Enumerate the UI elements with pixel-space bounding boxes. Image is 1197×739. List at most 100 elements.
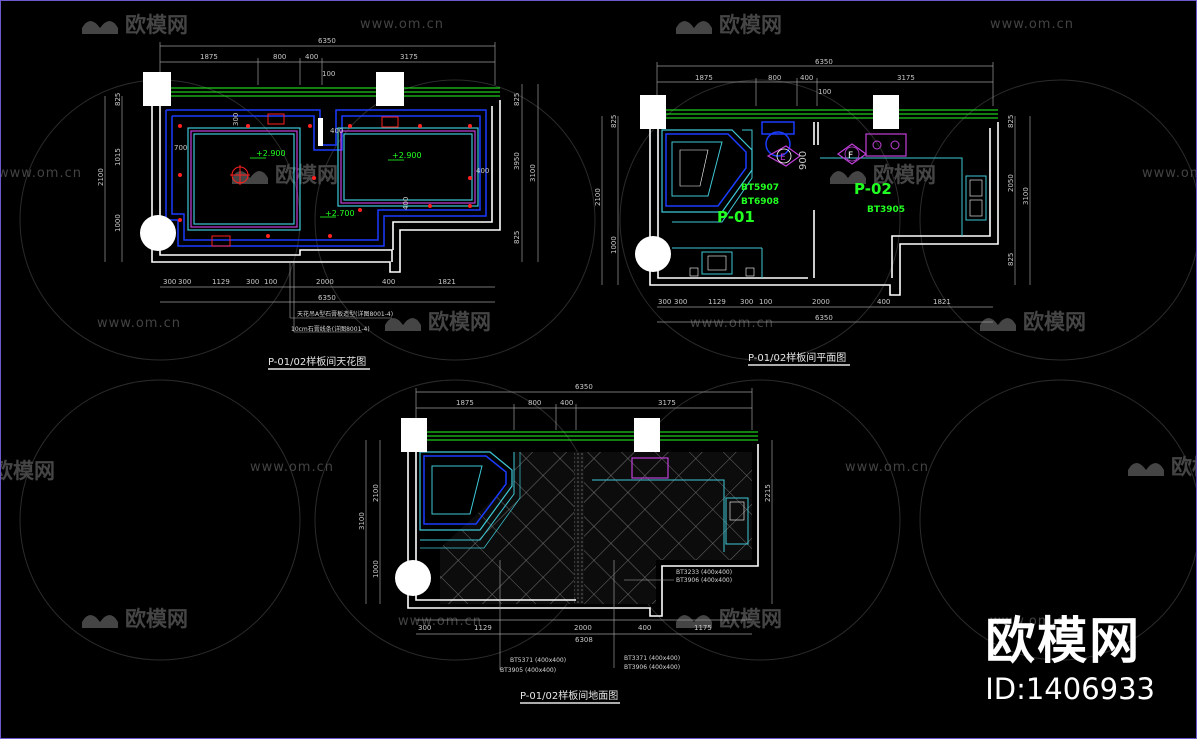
plan-title: P-01/02样板间平面图 (748, 351, 846, 364)
svg-text:+2.700: +2.700 (325, 209, 355, 218)
watermark-url: www.om.cn (97, 316, 181, 331)
dim-label: 2100 (594, 188, 602, 206)
watermark-logo: 欧模网 (385, 310, 491, 334)
elevation-marker-e: E (766, 145, 802, 167)
toilet (761, 121, 795, 157)
dim-label: 100 (759, 298, 772, 306)
material-note: BT3906 (400x400) (676, 577, 732, 584)
ceiling-fixture-circle (635, 236, 671, 272)
watermark-logo: 欧模网 (0, 459, 55, 483)
dim-label: 825 (1007, 253, 1015, 266)
dim-label: 100 (818, 88, 831, 96)
dim-label: 300 (163, 278, 176, 286)
dim-label: 900 (798, 151, 809, 170)
counter-sink (725, 497, 749, 545)
downlights (178, 124, 472, 238)
dim-label: 400 (330, 127, 343, 135)
column-block (640, 95, 666, 129)
dim-label: 3175 (658, 399, 676, 407)
dim-label: 825 (1007, 115, 1015, 128)
material-note: BT3233 (400x400) (676, 569, 732, 576)
dim-label: 2100 (372, 484, 380, 502)
dim-label: 6350 (815, 314, 833, 322)
watermark-url: www.om.cn (990, 614, 1074, 629)
dim-label: 400 (877, 298, 890, 306)
watermark-url: www.om.cn (990, 17, 1074, 32)
bathtub (661, 129, 753, 213)
svg-text:欧模网: 欧模网 (1023, 310, 1086, 334)
material-code: BT3905 (867, 205, 905, 215)
material-note: BT3905 (400x400) (500, 667, 556, 674)
column-block (143, 72, 171, 106)
wall-segment (318, 118, 323, 146)
plan-title: P-01/02样板间地面图 (520, 689, 618, 702)
dim-label: 1821 (933, 298, 951, 306)
watermark-logo: 欧模网 (82, 607, 188, 631)
dim-label: 6308 (575, 636, 593, 644)
dim-label: 3100 (529, 164, 537, 182)
dim-label: 300 (658, 298, 671, 306)
dim-label: 6350 (318, 294, 336, 302)
dim-label: 3100 (1022, 187, 1030, 205)
svg-text:+2.900: +2.900 (392, 151, 422, 160)
svg-text:欧模网: 欧模网 (275, 163, 338, 187)
threshold (574, 452, 584, 604)
dim-label: 300 (740, 298, 753, 306)
level-marker: +2.700 (320, 209, 355, 218)
watermark-logo: 欧模网 (82, 13, 188, 37)
ceiling-fixture-circle (140, 215, 176, 251)
dim-label: 2000 (812, 298, 830, 306)
material-note: BT5371 (400x400) (510, 657, 566, 664)
svg-text:E: E (780, 153, 786, 163)
dim-label: 400 (476, 167, 489, 175)
dim-label: 1129 (708, 298, 726, 306)
dim-label: 825 (513, 93, 521, 106)
watermark-logo: 欧模网 (676, 13, 782, 37)
dim-label: 800 (528, 399, 541, 407)
level-marker: +2.900 (388, 151, 422, 161)
dim-label: 6350 (575, 383, 593, 391)
dim-label: 1000 (372, 560, 380, 578)
column-block (873, 95, 899, 129)
ceiling-note: 10cm石膏线条(详图8001-4) (291, 325, 370, 333)
dim-label: 2215 (764, 484, 772, 502)
dim-label: 3175 (400, 53, 418, 61)
dim-label: 300 (418, 624, 431, 632)
dim-label: 2100 (97, 168, 105, 186)
column-block (401, 418, 427, 452)
dim-label: 400 (402, 197, 410, 210)
material-note: BT3371 (400x400) (624, 655, 680, 662)
dim-label: 1129 (474, 624, 492, 632)
svg-text:欧模网: 欧模网 (873, 163, 936, 187)
watermark-url: www.om.cn (360, 17, 444, 32)
watermark-logo: 欧模网 (980, 310, 1086, 334)
ceiling-fixture-circle (395, 560, 431, 596)
dim-label: 3100 (358, 512, 366, 530)
watermark-logo: 欧模网 (830, 163, 936, 187)
dim-label: 400 (560, 399, 573, 407)
watermark-logo: 欧模网 (1128, 455, 1197, 479)
dim-label: 300 (178, 278, 191, 286)
dim-label: 1129 (212, 278, 230, 286)
floor-tile-area-room (584, 452, 752, 604)
dim-label: 1000 (114, 214, 122, 232)
dim-label: 2050 (1007, 174, 1015, 192)
dim-label: 825 (610, 115, 618, 128)
column-block (634, 418, 660, 452)
svg-text:欧模网: 欧模网 (428, 310, 491, 334)
dim-label: 825 (513, 231, 521, 244)
watermark-url: www.om.cn (845, 460, 929, 475)
watermark-url: www.om.cn (0, 166, 82, 181)
dim-label: 2000 (574, 624, 592, 632)
dim-label: 700 (174, 144, 187, 152)
brand-stamp: 欧模网 ID:1406933 (985, 612, 1155, 706)
dim-label: 400 (638, 624, 651, 632)
svg-text:欧模网: 欧模网 (719, 607, 782, 631)
dim-label: 1015 (114, 148, 122, 166)
room-label: P-01 (717, 208, 755, 226)
dim-label: 1875 (456, 399, 474, 407)
dim-label: 300 (674, 298, 687, 306)
level-marker: +2.900 (250, 149, 286, 159)
watermark-logo: 欧模网 (676, 607, 782, 631)
dim-label: 1000 (610, 236, 618, 254)
